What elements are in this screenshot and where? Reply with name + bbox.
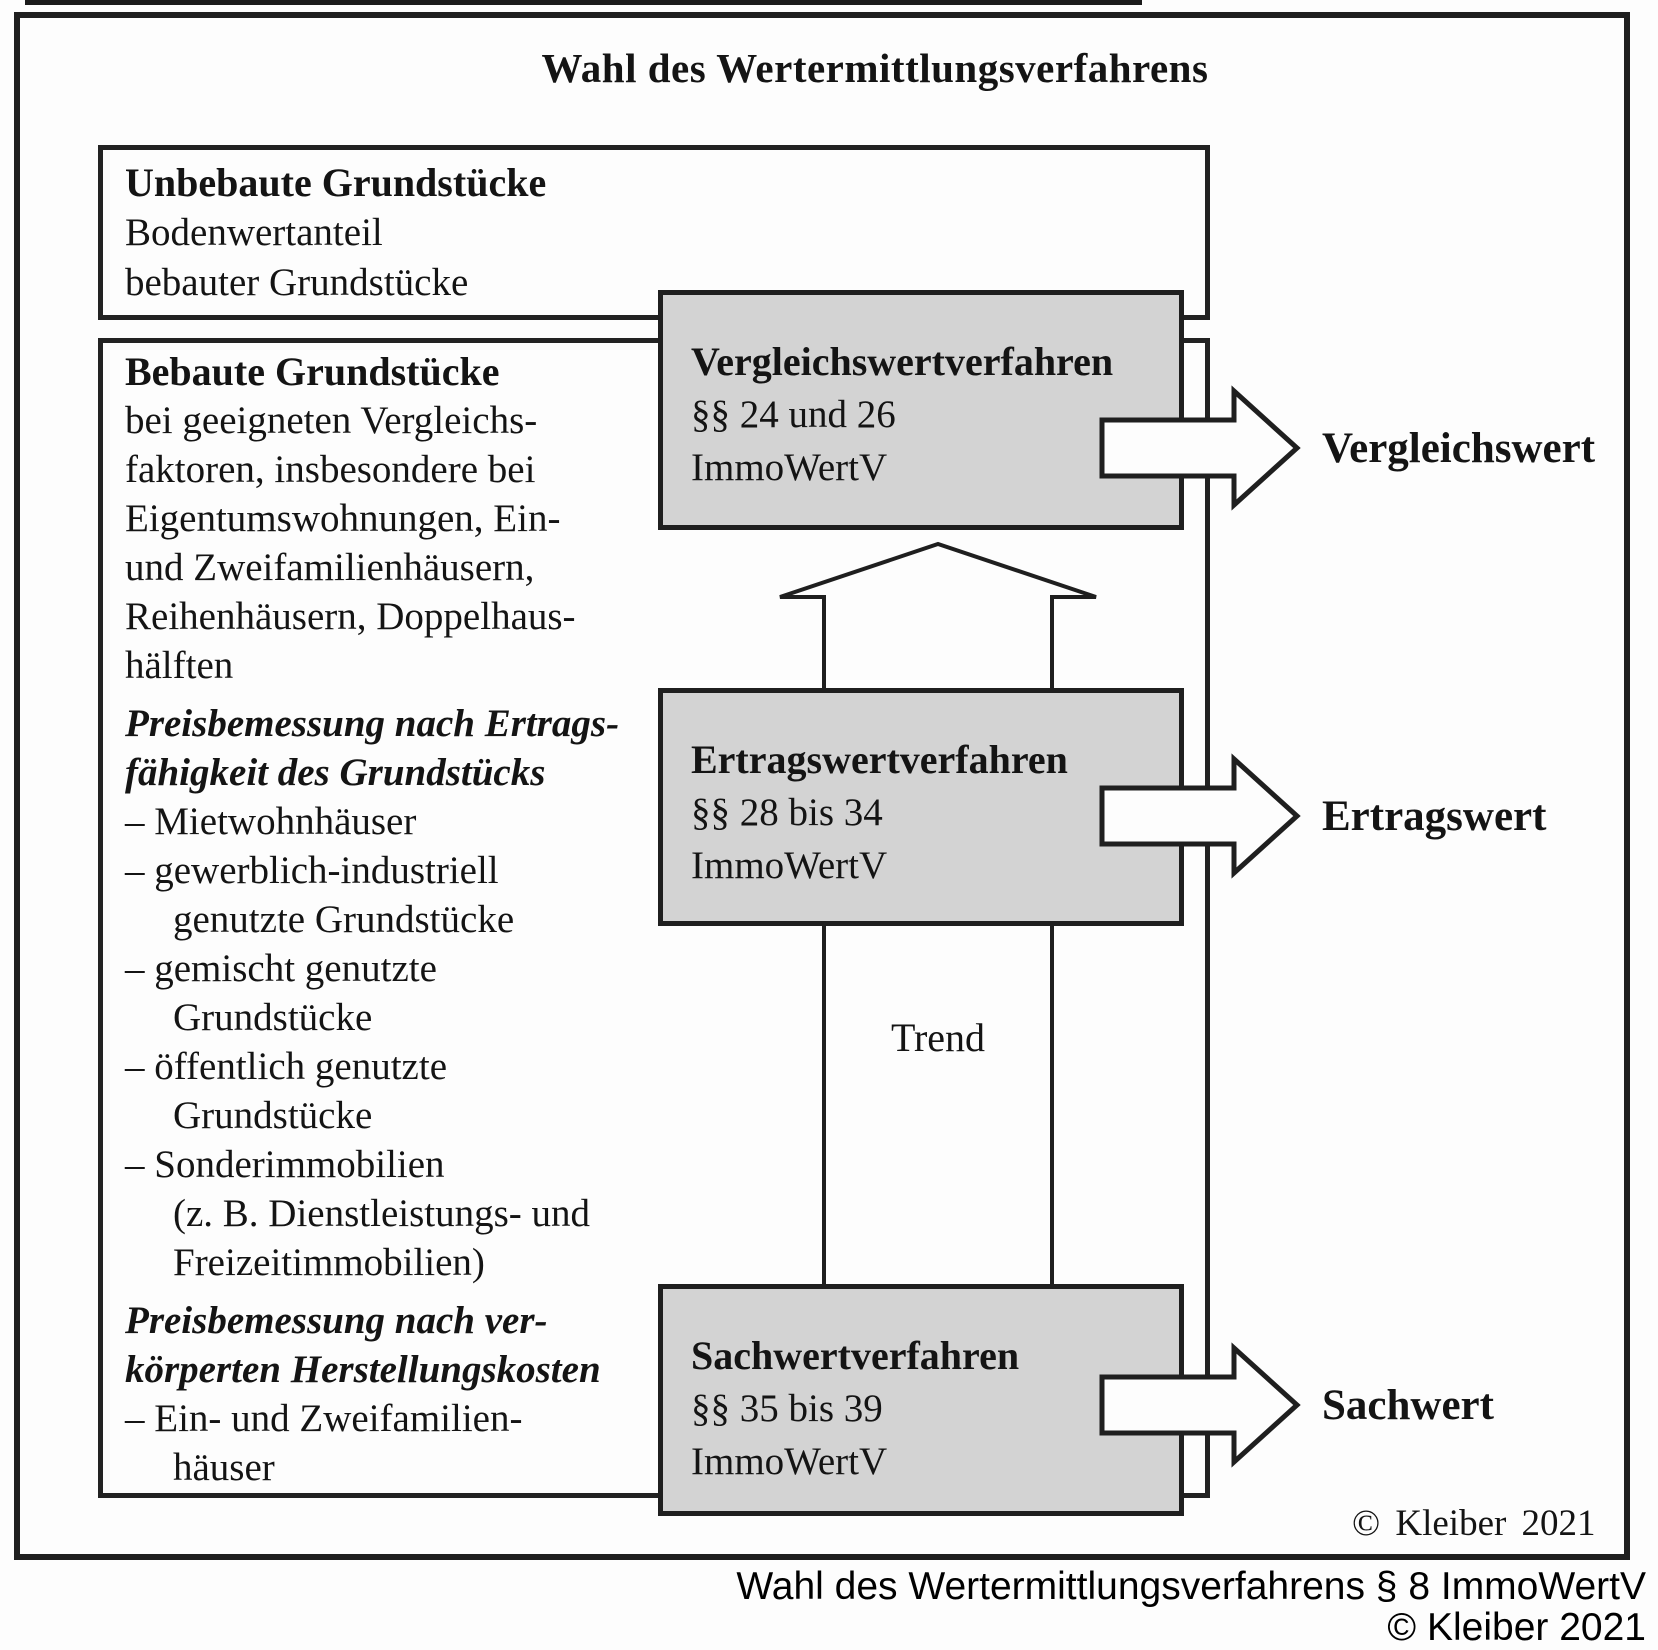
- unbebaute-line: Bodenwertanteil: [125, 211, 383, 254]
- sachwertverfahren-box: Sachwertverfahren §§ 35 bis 39 ImmoWertV: [658, 1284, 1184, 1516]
- list-item-continuation: Grundstücke: [173, 1094, 373, 1137]
- list-item: – Sonderimmobilien: [125, 1143, 445, 1186]
- list-item: – gemischt genutzte: [125, 947, 437, 990]
- list-item-continuation: Freizeitimmobilien): [173, 1241, 485, 1284]
- bebaute-heading: Bebaute Grundstücke: [125, 349, 500, 394]
- scan-edge-artifact: [25, 0, 1142, 5]
- trend-label: Trend: [890, 1015, 986, 1060]
- list-item: – öffentlich genutzte: [125, 1045, 447, 1088]
- bebaute-line: bei geeigneten Vergleichs-: [125, 399, 538, 442]
- bebaute-line: Reihenhäusern, Doppelhaus-: [125, 595, 576, 638]
- diagram-title: Wahl des Wertermittlungsverfahrens: [541, 45, 1209, 91]
- method-name: Vergleichswertverfahren: [691, 339, 1114, 384]
- list-item-continuation: (z. B. Dienstleistungs- und: [173, 1192, 591, 1235]
- sachwert-section-heading: Preisbemessung nach ver-: [125, 1299, 548, 1342]
- method-law: ImmoWertV: [691, 1440, 888, 1483]
- figure-caption: Wahl des Wertermittlungsverfahrens § 8 I…: [736, 1566, 1646, 1648]
- list-item: – gewerblich-industriell: [125, 849, 499, 892]
- bebaute-line: faktoren, insbesondere bei: [125, 448, 536, 491]
- ertrags-section-heading: fähigkeit des Grundstücks: [125, 751, 546, 794]
- copyright-inside-frame: © Kleiber 2021: [1352, 1503, 1596, 1544]
- ertragswertverfahren-box: Ertragswertverfahren §§ 28 bis 34 ImmoWe…: [658, 688, 1184, 926]
- method-law: ImmoWertV: [691, 446, 888, 489]
- vergleichswertverfahren-box: Vergleichswertverfahren §§ 24 und 26 Imm…: [658, 290, 1184, 530]
- method-law: ImmoWertV: [691, 844, 888, 887]
- caption-line-1: Wahl des Wertermittlungsverfahrens § 8 I…: [736, 1565, 1646, 1608]
- diagram-frame: [14, 12, 1630, 1560]
- result-vergleichswert: Vergleichswert: [1322, 425, 1596, 472]
- method-paragraphs: §§ 24 und 26: [691, 393, 896, 436]
- bebaute-line: und Zweifamilienhäusern,: [125, 546, 535, 589]
- unbebaute-line: bebauter Grundstücke: [125, 261, 469, 304]
- sachwert-section-heading: körperten Herstellungskosten: [125, 1348, 601, 1391]
- list-item-continuation: Grundstücke: [173, 996, 373, 1039]
- ertrags-section-heading: Preisbemessung nach Ertrags-: [125, 702, 620, 745]
- list-item: – Ein- und Zweifamilien-: [125, 1397, 523, 1440]
- method-paragraphs: §§ 35 bis 39: [691, 1387, 883, 1430]
- method-name: Sachwertverfahren: [691, 1333, 1020, 1378]
- result-sachwert: Sachwert: [1322, 1382, 1494, 1429]
- list-item-continuation: genutzte Grundstücke: [173, 898, 515, 941]
- result-ertragswert: Ertragswert: [1322, 793, 1547, 840]
- unbebaute-heading: Unbebaute Grundstücke: [125, 160, 547, 205]
- caption-line-2: © Kleiber 2021: [1387, 1606, 1646, 1649]
- method-paragraphs: §§ 28 bis 34: [691, 791, 883, 834]
- list-item-continuation: häuser: [173, 1446, 275, 1489]
- list-item: – Mietwohnhäuser: [125, 800, 417, 843]
- bebaute-line: hälften: [125, 644, 234, 687]
- bebaute-line: Eigentumswohnungen, Ein-: [125, 497, 561, 540]
- method-name: Ertragswertverfahren: [691, 737, 1068, 782]
